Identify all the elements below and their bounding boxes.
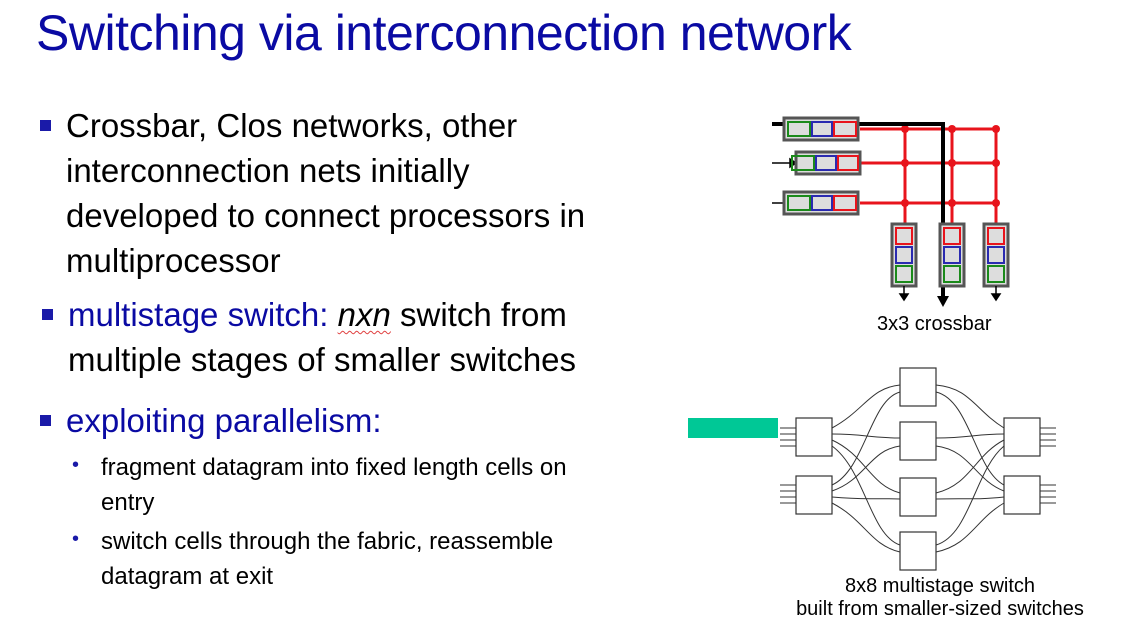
caption-line: built from smaller-sized switches	[796, 598, 1084, 620]
sub-bullet-switch: switch cells through the fabric, reassem…	[101, 524, 553, 594]
multistage-diagram	[780, 367, 1056, 571]
bullet-marker	[40, 415, 51, 426]
multistage-caption: 8x8 multistage switch built from smaller…	[780, 575, 1100, 621]
bullet-line: multiprocessor	[66, 242, 281, 279]
crossbar-input-lines	[860, 127, 998, 228]
page-title: Switching via interconnection network	[36, 5, 852, 61]
sub-line: switch cells through the fabric, reassem…	[101, 528, 554, 555]
multistage-term: multistage switch:	[68, 296, 338, 333]
bullet-crossbar: Crossbar, Clos networks, other interconn…	[66, 103, 585, 283]
bullet-parallelism: exploiting parallelism:	[66, 402, 382, 439]
bullet-line: multistage switch: nxn switch from	[68, 292, 576, 337]
bullet-marker	[42, 309, 53, 320]
sub-bullet-marker: •	[72, 528, 80, 550]
sub-line: datagram at exit	[101, 563, 274, 590]
switch-elements	[795, 367, 1041, 571]
input-queues	[782, 116, 862, 216]
bullet-marker	[40, 120, 51, 131]
accent-bar	[688, 418, 778, 438]
bullet-text: switch from	[390, 296, 567, 333]
sub-bullet-marker: •	[72, 454, 80, 476]
sub-line: entry	[101, 489, 155, 516]
bullet-multistage: multistage switch: nxn switch from multi…	[68, 292, 576, 382]
crossbar-caption: 3x3 crossbar	[877, 313, 992, 335]
caption-line: 8x8 multistage switch	[844, 575, 1036, 597]
bullet-line: multiple stages of smaller switches	[68, 341, 577, 378]
crosspoints	[901, 125, 1000, 207]
sub-bullet-fragment: fragment datagram into fixed length cell…	[101, 450, 567, 520]
sub-line: fragment datagram into fixed length cell…	[101, 454, 567, 481]
bullet-line: Crossbar, Clos networks, other	[66, 107, 518, 144]
bullet-line: developed to connect processors in	[66, 197, 586, 234]
output-queues	[890, 222, 1010, 288]
bullet-line: interconnection nets initially	[66, 152, 470, 189]
crossbar-diagram	[772, 116, 1010, 307]
interconnect-wires	[780, 384, 1056, 553]
nxn-term: nxn	[337, 296, 391, 333]
